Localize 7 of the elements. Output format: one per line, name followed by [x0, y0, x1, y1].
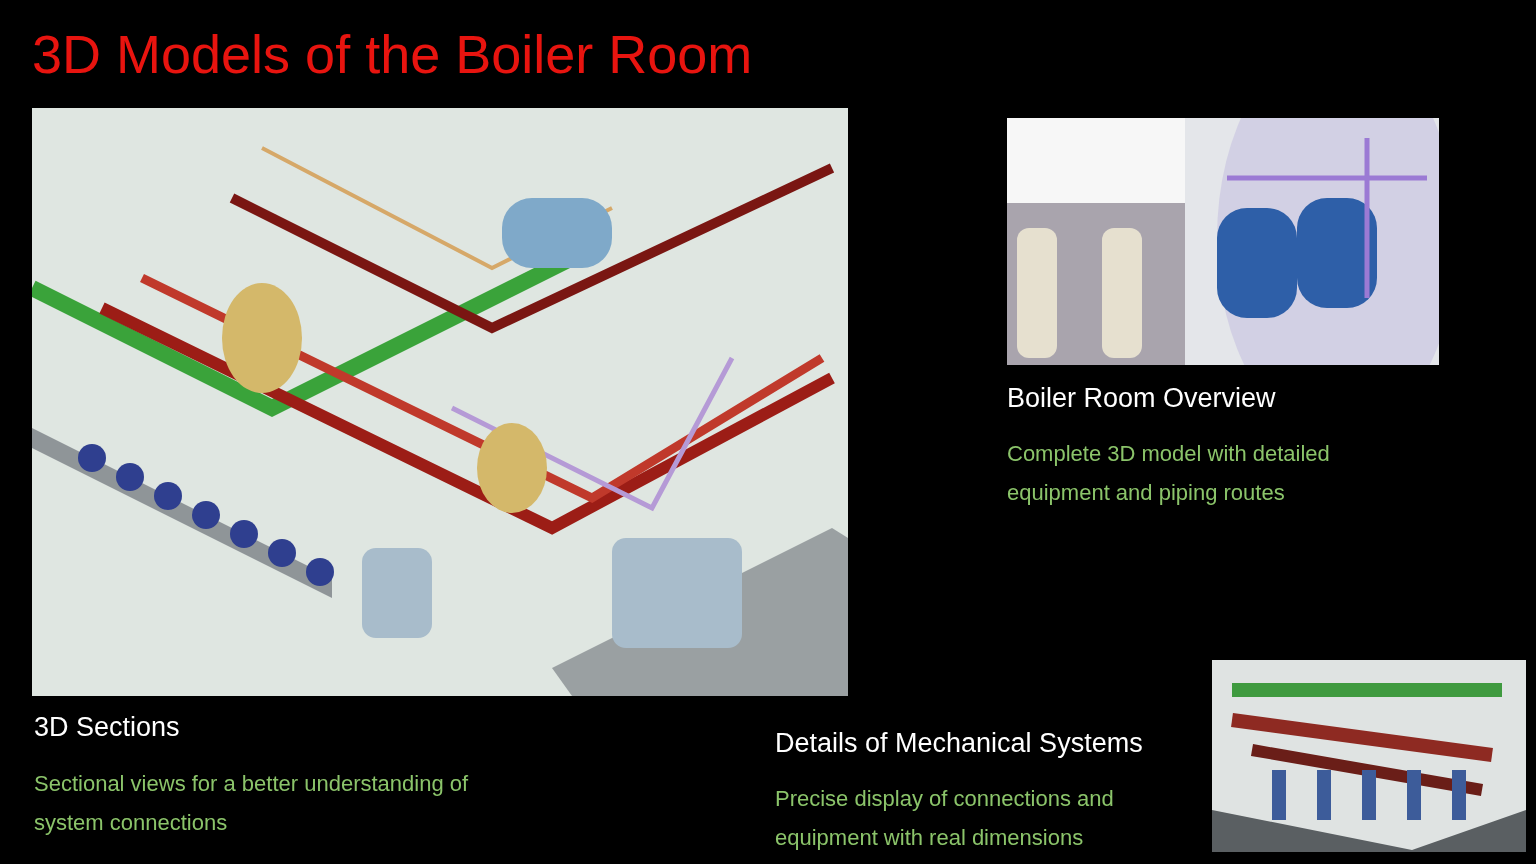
section-description: Sectional views for a better understanding of system connections [34, 770, 470, 837]
section-description: Complete 3D model with detailed equipment and piping routes [1007, 440, 1331, 507]
section-heading: 3D Sections [34, 711, 181, 744]
slide-title: 3D Models of the Boiler Room [32, 23, 753, 86]
section-heading: Boiler Room Overview [1007, 382, 1277, 415]
section-heading: Details of Mechanical Systems [775, 727, 1144, 760]
section-description: Precise display of connections and equipment with real dimensions [775, 785, 1115, 852]
